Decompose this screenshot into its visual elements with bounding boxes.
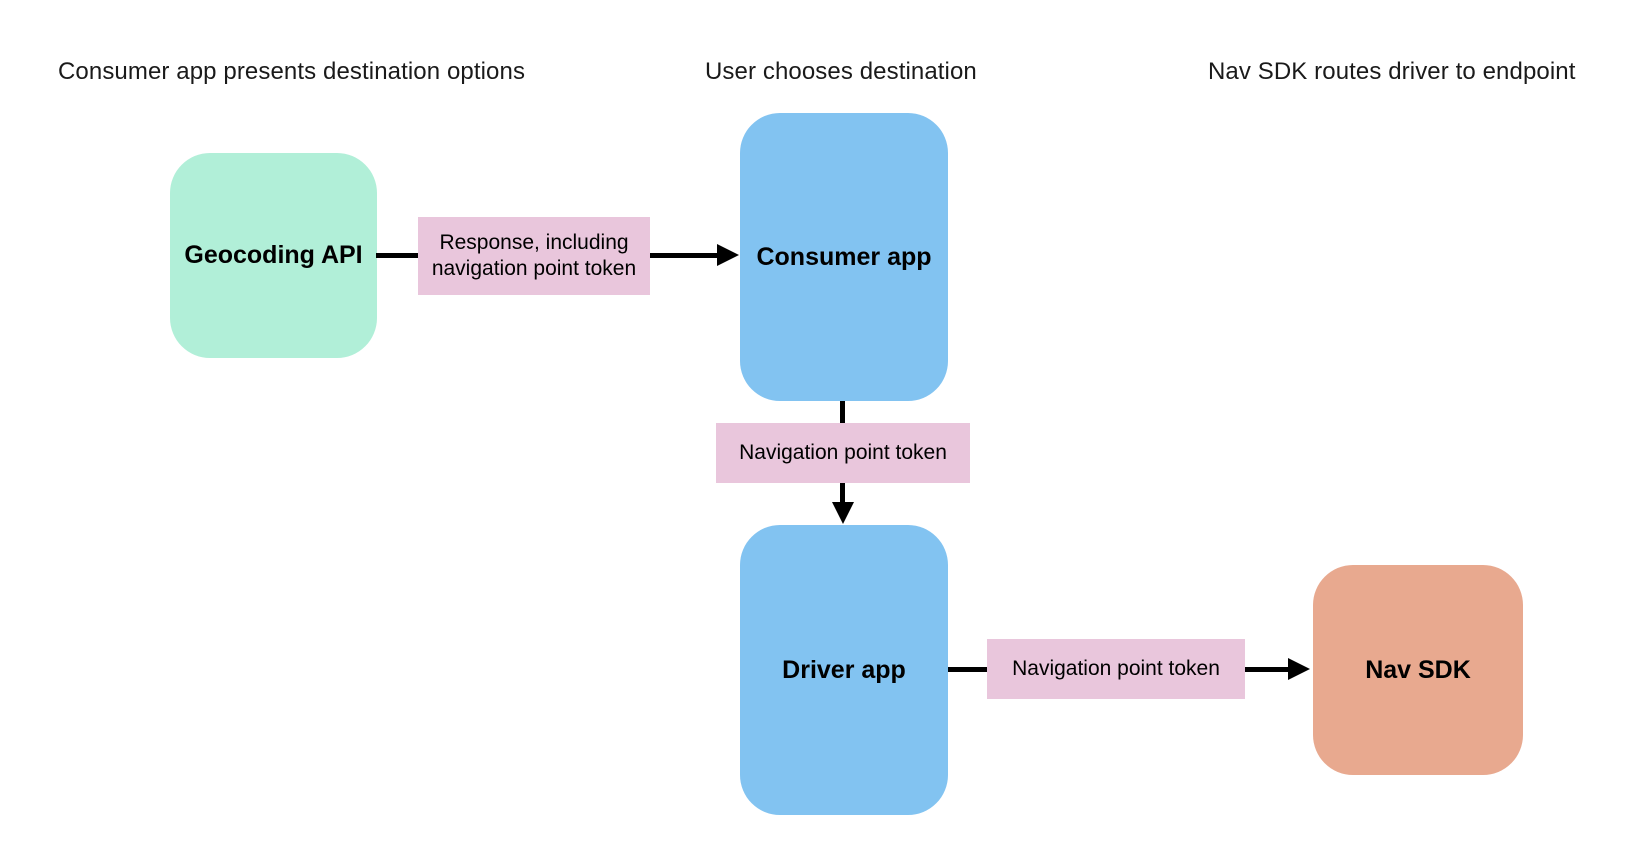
edge-label-token-driver-to-navsdk: Navigation point token <box>987 639 1245 699</box>
node-driver-app-label: Driver app <box>782 655 906 684</box>
arrow-label-to-driver-head-icon <box>832 502 854 524</box>
edge-label-response-token: Response, including navigation point tok… <box>418 217 650 295</box>
node-geocoding-api-label: Geocoding API <box>184 241 363 269</box>
arrow-label-to-driver-line <box>840 483 845 503</box>
arrow-geocoding-to-label-line <box>376 253 418 258</box>
column-header-consumer-presents: Consumer app presents destination option… <box>58 58 526 85</box>
column-header-navsdk-routes: Nav SDK routes driver to endpoint <box>1208 58 1576 85</box>
edge-label-token-consumer-to-driver-text: Navigation point token <box>739 441 947 464</box>
arrow-label-to-navsdk-line <box>1245 667 1289 672</box>
arrow-label-to-navsdk-head-icon <box>1288 658 1310 680</box>
node-nav-sdk: Nav SDK <box>1313 565 1523 775</box>
edge-label-token-driver-to-navsdk-text: Navigation point token <box>1012 657 1220 680</box>
node-consumer-app-label: Consumer app <box>756 242 932 271</box>
edge-label-response-token-text: Response, including navigation point tok… <box>431 231 637 280</box>
arrow-consumer-to-label-line <box>840 401 845 423</box>
node-consumer-app: Consumer app <box>740 113 948 401</box>
node-nav-sdk-label: Nav SDK <box>1365 655 1471 684</box>
node-driver-app: Driver app <box>740 525 948 815</box>
node-geocoding-api: Geocoding API <box>170 153 377 358</box>
arrow-label-to-consumer-head-icon <box>717 244 739 266</box>
column-header-user-chooses: User chooses destination <box>705 58 977 85</box>
arrow-driver-to-label-line <box>948 667 987 672</box>
arrow-label-to-consumer-line <box>650 253 718 258</box>
edge-label-token-consumer-to-driver: Navigation point token <box>716 423 970 483</box>
